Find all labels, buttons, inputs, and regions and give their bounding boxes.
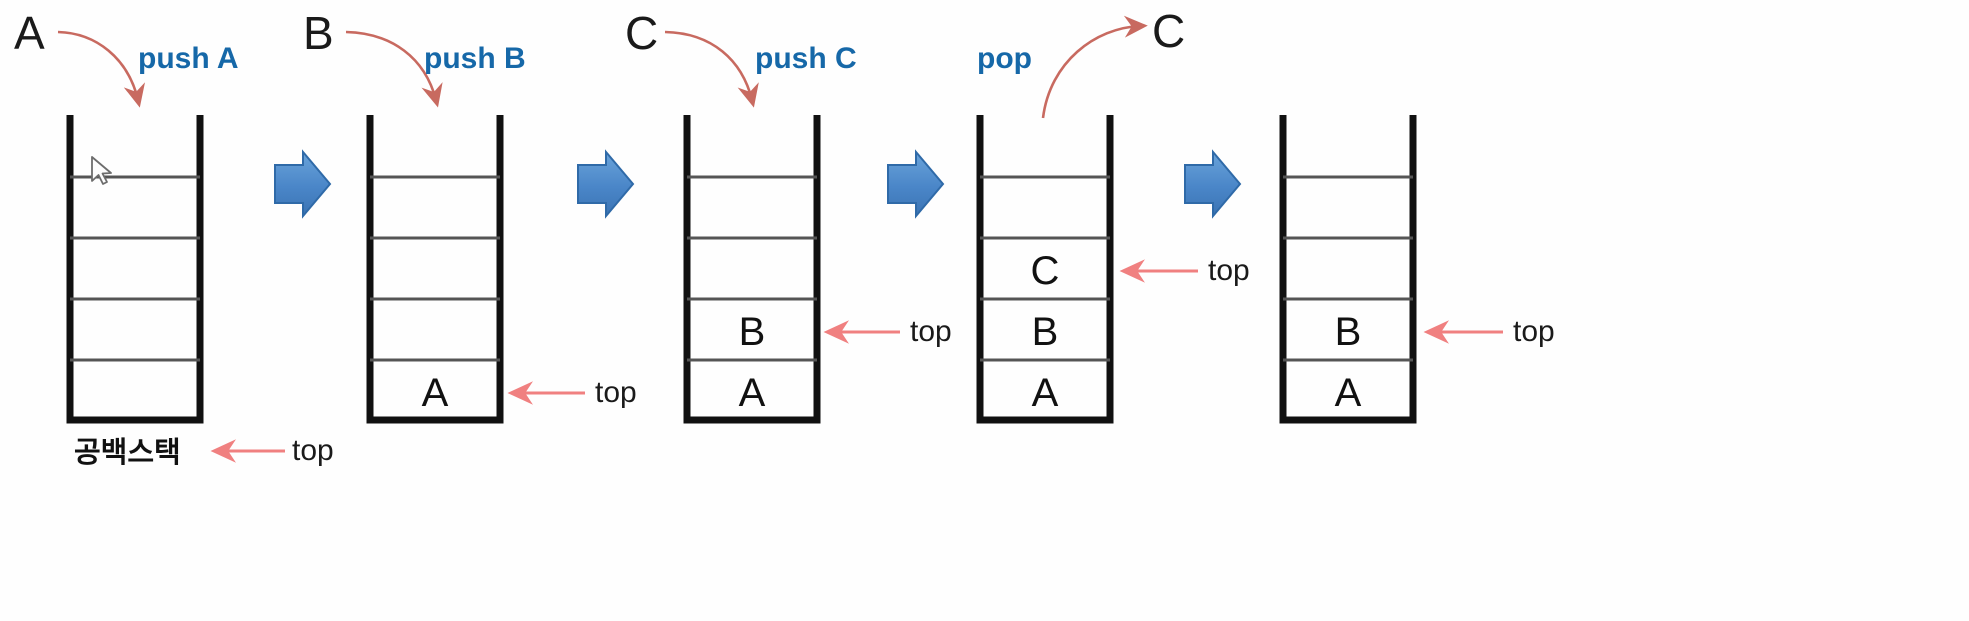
push-c-label: push C — [755, 42, 857, 75]
push-a-source-letter: A — [14, 7, 45, 59]
push-c-curve-arrow — [664, 30, 759, 108]
push-b-label: push B — [424, 42, 526, 75]
push-b-source-letter: B — [303, 7, 334, 59]
stack-3-top-label: top — [910, 315, 952, 348]
stack-4-cell-3: B — [1031, 310, 1059, 354]
stack-2-top-label: top — [595, 376, 637, 409]
stack-3-cell-4: A — [738, 371, 766, 415]
stack-3-cell-3: B — [738, 310, 766, 354]
stack-4-shape — [976, 115, 1114, 424]
transition-arrow-3 — [887, 149, 945, 219]
push-a-label: push A — [138, 42, 239, 75]
stack-2-cell-4: A — [421, 371, 449, 415]
stack-5-shape — [1279, 115, 1417, 424]
push-b-curve-arrow — [345, 30, 443, 108]
push-c-source-letter: C — [625, 7, 659, 59]
stack-3-shape — [683, 115, 821, 424]
pop-curve-arrow — [1041, 15, 1148, 119]
transition-arrow-1 — [274, 149, 332, 219]
stack-4-cell-4: A — [1031, 371, 1059, 415]
push-a-curve-arrow — [57, 30, 145, 108]
empty-stack-caption: 공백스택 — [74, 435, 181, 469]
mouse-cursor — [91, 156, 112, 185]
stack-5-cell-4: A — [1334, 371, 1362, 415]
stack-1-top-label: top — [292, 434, 334, 467]
stack-5-cell-3: B — [1334, 310, 1362, 354]
stack-1-shape — [66, 115, 204, 424]
stack-4-cell-2: C — [1030, 249, 1060, 293]
stack-2-shape — [366, 115, 504, 424]
pop-result-letter: C — [1152, 5, 1186, 57]
transition-arrow-4 — [1184, 149, 1242, 219]
transition-arrow-2 — [577, 149, 635, 219]
stack-5-top-label: top — [1513, 315, 1555, 348]
pop-label: pop — [977, 42, 1032, 75]
stack-4-top-label: top — [1208, 254, 1250, 287]
